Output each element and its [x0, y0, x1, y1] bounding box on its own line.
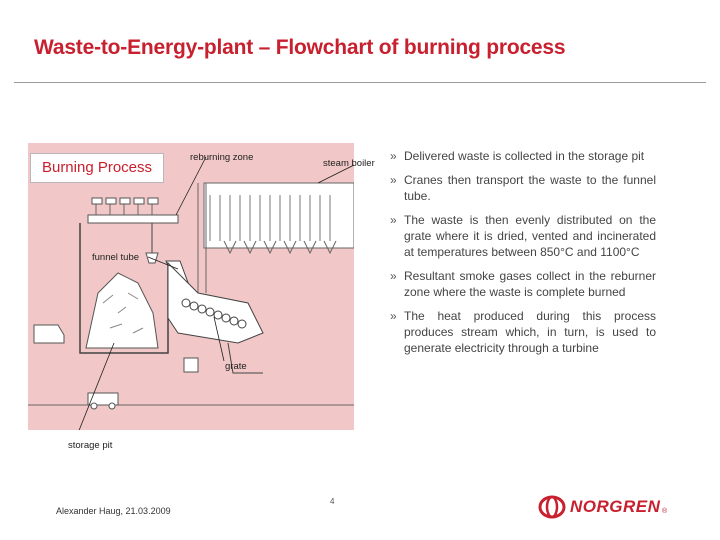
steam-boiler-pointer [317, 164, 354, 184]
title-divider [14, 82, 706, 83]
page-number: 4 [330, 497, 335, 506]
bullet-item: » Cranes then transport the waste to the … [378, 172, 656, 204]
slide-title: Waste-to-Energy-plant – Flowchart of bur… [34, 36, 566, 59]
boiler-housing [203, 182, 354, 249]
reburning-zone-pointer [175, 156, 207, 216]
bullet-text: The waste is then evenly distributed on … [404, 213, 656, 259]
bullet-item: » The waste is then evenly distributed on… [378, 212, 656, 260]
bullet-marker: » [390, 213, 397, 227]
funnel-tube-label: funnel tube [92, 252, 140, 263]
bullet-marker: » [390, 173, 397, 187]
grate-pointer [213, 316, 225, 362]
bullet-text: The heat produced during this process pr… [404, 309, 656, 355]
bullet-text: Delivered waste is collected in the stor… [404, 149, 645, 163]
bullet-text: Cranes then transport the waste to the f… [404, 173, 656, 203]
plant-schematic [28, 156, 354, 430]
process-diagram [28, 143, 354, 430]
grate-label: grate [225, 361, 247, 372]
bullet-item: » The heat produced during this process p… [378, 308, 656, 356]
footer-author-date: Alexander Haug, 21.03.2009 [56, 506, 171, 516]
logo-wordmark: NORGREN [570, 497, 661, 516]
funnel-tube-pointer [147, 256, 179, 270]
norgren-logo: NORGREN ® [538, 494, 668, 520]
reburning-zone-label: reburning zone [190, 152, 254, 163]
storage-pit-pointer [78, 342, 115, 430]
bullet-text: Resultant smoke gases collect in the reb… [404, 269, 656, 299]
burning-process-label: Burning Process [30, 153, 164, 183]
bullet-item: » Resultant smoke gases collect in the re… [378, 268, 656, 300]
storage-pit-label: storage pit [68, 440, 113, 451]
bullet-marker: » [390, 269, 397, 283]
bullet-marker: » [390, 149, 397, 163]
bullet-marker: » [390, 309, 397, 323]
registered-mark: ® [662, 508, 668, 515]
steam-boiler-label: steam boiler [323, 158, 375, 169]
bullet-item: » Delivered waste is collected in the sto… [378, 148, 656, 164]
norgren-emblem-icon [538, 495, 566, 519]
process-description-list: » Delivered waste is collected in the sto… [378, 148, 656, 364]
